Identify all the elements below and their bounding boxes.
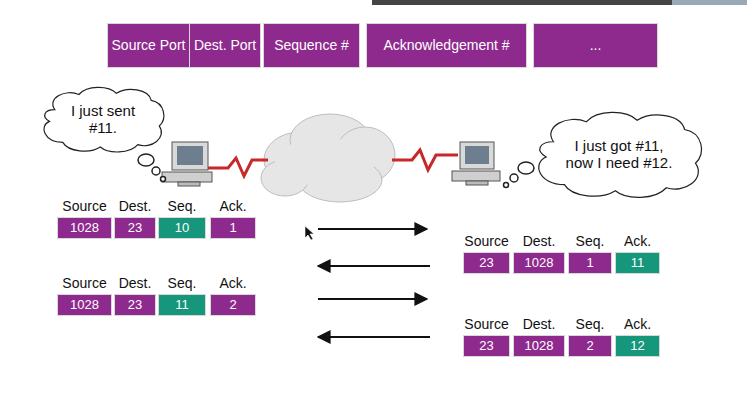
field-heading: Dest.: [114, 275, 156, 291]
field-text: Source Port: [112, 37, 186, 53]
field-heading: Ack.: [615, 316, 660, 332]
field-value: 1028: [57, 294, 112, 316]
field-value: 11: [615, 252, 660, 274]
field-text: 23: [128, 221, 142, 236]
network-cloud-fill: [275, 138, 375, 186]
field-text: 23: [128, 298, 142, 313]
wire: [392, 150, 458, 170]
field-text: 11: [175, 298, 189, 313]
bubble-outline: [44, 87, 164, 152]
field-text: ...: [590, 37, 602, 53]
field-heading: Ack.: [210, 275, 256, 291]
field-text: 1028: [525, 256, 554, 271]
field-heading: Ack.: [615, 233, 660, 249]
field-value: 1028: [57, 217, 112, 239]
thought-bubble: I just got #11, now I need #12.: [528, 108, 710, 200]
field-text: 1028: [525, 339, 554, 354]
field-heading: Seq.: [568, 316, 612, 332]
field-text: 12: [630, 339, 644, 354]
field-heading: Source: [463, 316, 510, 332]
wire: [205, 158, 268, 176]
field-heading: Seq.: [158, 198, 206, 214]
field-heading: Dest.: [114, 198, 156, 214]
field-text: 1: [229, 221, 236, 236]
field-text: 23: [479, 339, 493, 354]
network-cloud: [261, 114, 395, 202]
field-value: 12: [615, 335, 660, 357]
segment-arrow: [318, 229, 430, 337]
field-value: 23: [114, 294, 156, 316]
bubble-outline: [539, 112, 702, 197]
field-text: 1: [586, 256, 593, 271]
header-field: ...: [533, 23, 658, 68]
computer-icon: [452, 142, 500, 185]
field-text: 2: [586, 339, 593, 354]
field-value: 1: [568, 252, 612, 274]
field-value: 23: [114, 217, 156, 239]
header-field: Sequence #: [263, 23, 360, 68]
field-value: 10: [158, 217, 206, 239]
field-text: 1028: [70, 298, 99, 313]
field-value: 2: [568, 335, 612, 357]
field-value: 1028: [513, 335, 565, 357]
field-heading: Source: [57, 275, 112, 291]
bubble-tail: [138, 154, 534, 188]
thought-text: I just sent #11.: [59, 102, 147, 137]
field-value: 23: [463, 252, 510, 274]
thought-text: I just got #11, now I need #12.: [559, 137, 679, 172]
field-heading: Ack.: [210, 198, 256, 214]
header-field: Dest. Port: [189, 23, 261, 68]
field-heading: Seq.: [568, 233, 612, 249]
field-value: 1: [210, 217, 256, 239]
field-heading: Source: [463, 233, 510, 249]
field-value: 1028: [513, 252, 565, 274]
field-value: 11: [158, 294, 206, 316]
field-heading: Dest.: [513, 233, 565, 249]
field-heading: Seq.: [158, 275, 206, 291]
field-heading: Dest.: [513, 316, 565, 332]
header-field: Source Port: [107, 23, 191, 68]
field-text: 10: [175, 221, 189, 236]
field-value: 23: [463, 335, 510, 357]
field-text: 2: [229, 298, 236, 313]
field-text: Sequence #: [274, 37, 349, 53]
top-bar: [372, 0, 672, 5]
top-bar: [672, 0, 747, 5]
mouse-pointer: [305, 226, 314, 240]
computer-icon: [162, 142, 212, 186]
field-value: 2: [210, 294, 256, 316]
field-text: 23: [479, 256, 493, 271]
thought-bubble: I just sent #11.: [36, 84, 170, 154]
field-text: Dest. Port: [194, 37, 256, 53]
field-text: 11: [631, 256, 645, 271]
field-text: 1028: [70, 221, 99, 236]
field-text: Acknowledgement #: [383, 37, 509, 53]
header-field: Acknowledgement #: [366, 23, 527, 68]
field-heading: Source: [57, 198, 112, 214]
